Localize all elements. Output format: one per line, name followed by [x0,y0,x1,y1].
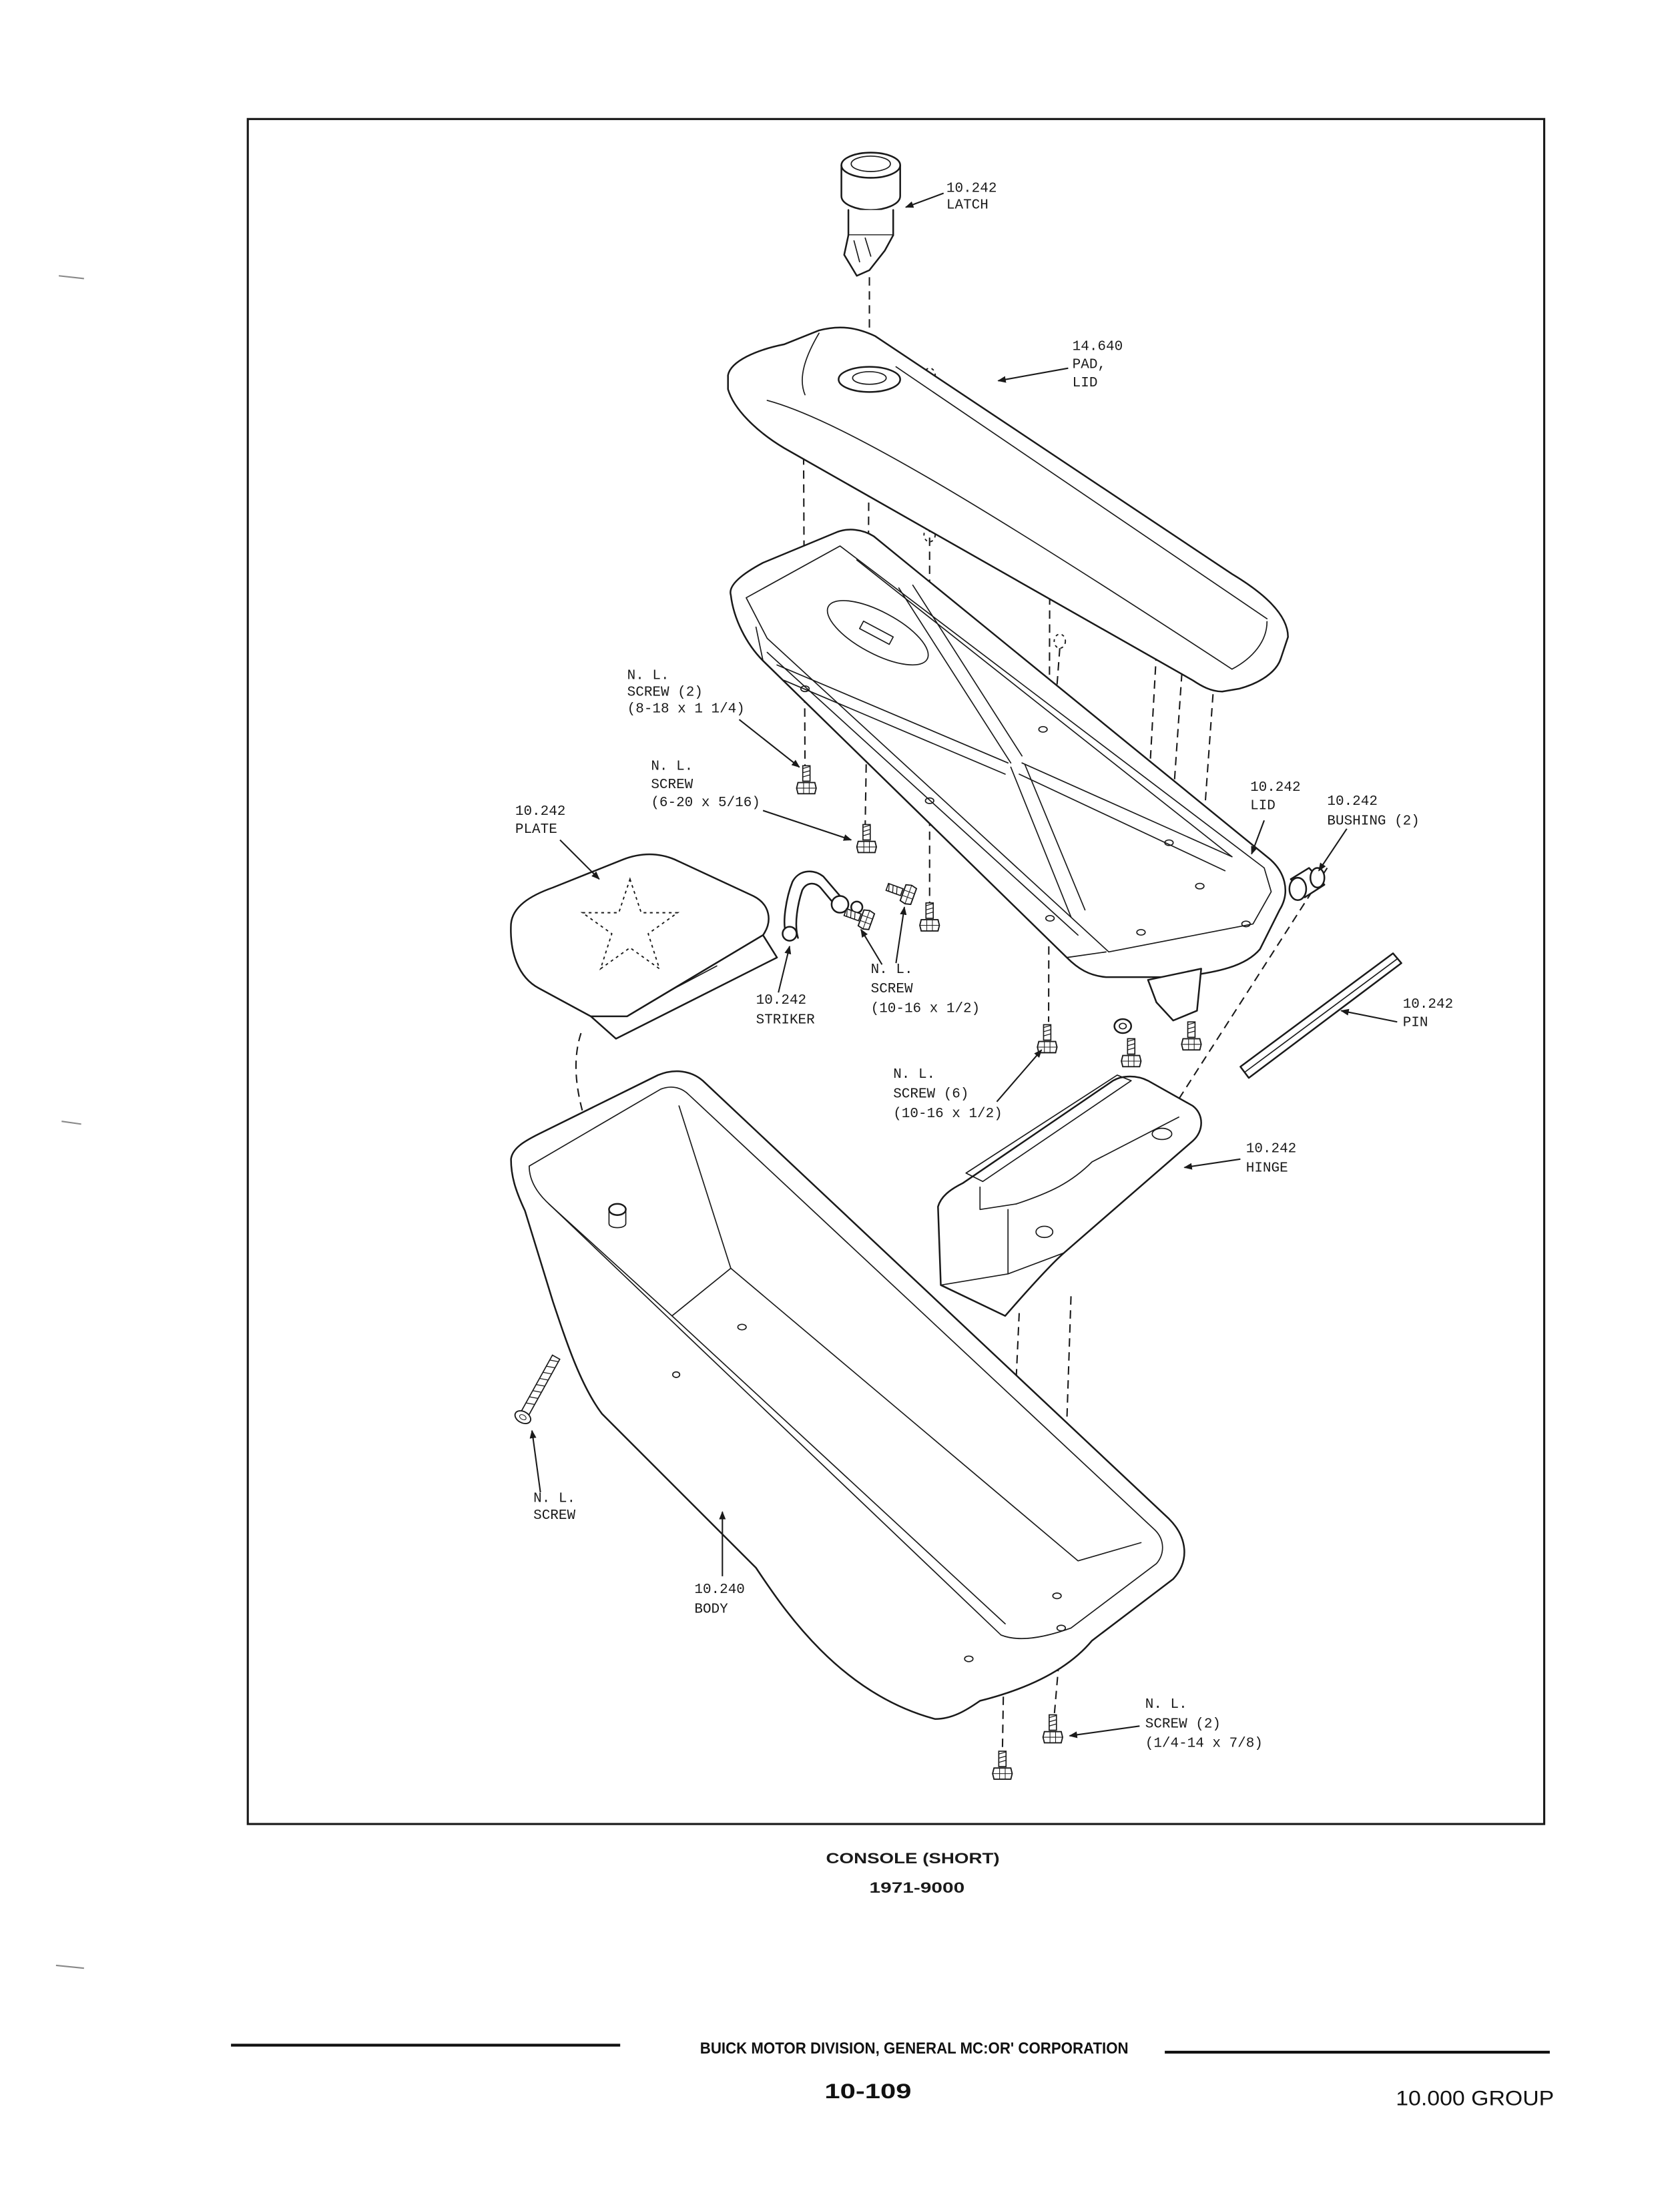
callout-size: (10-16 x 1/2) [893,1107,1003,1122]
plate-part [510,853,778,1040]
screw-hinge-2 [1121,1038,1142,1068]
leader-arrows [529,192,1398,1739]
callout-latch: 10.242 LATCH [946,181,997,213]
callout-name: BODY [694,1602,728,1617]
callout-number: 10.242 [515,804,566,820]
screw-6-20 [856,824,877,854]
callout-number: 14.640 [1073,339,1123,354]
leader-screw-8-18 [738,719,800,768]
callout-number: N. L. [627,668,669,683]
callout-number: 10.242 [1246,1141,1297,1157]
leader-hinge-screws [996,1049,1043,1103]
callout-screw-body: N. L. SCREW [533,1492,575,1524]
callout-screw-bottom: N. L. SCREW (2) (1/4-14 x 7/8) [1145,1697,1263,1752]
leader-pad-lid [997,367,1069,383]
callout-name: PAD, [1073,358,1106,373]
tray-screw-holes [800,685,1251,936]
screw-tray [919,902,940,932]
figure-frame [246,117,1546,1825]
callout-number: 10.242 [1327,794,1378,810]
leader-latch [904,192,944,208]
callout-name: BUSHING (2) [1327,814,1419,829]
leader-screw-6-20 [762,810,852,841]
screw-hinge-3 [1181,1021,1202,1051]
striker-part [782,870,864,942]
callout-name: STRIKER [756,1012,815,1028]
callout-number: N. L. [1145,1697,1187,1712]
scan-marks [55,275,84,1969]
callout-name: LID [1250,798,1276,814]
callout-name: LID [1073,376,1098,391]
screw-body-long [514,1354,561,1425]
pad-lid-part [727,326,1289,693]
callout-number: 10.242 [756,993,807,1008]
callout-screw-8-18: N. L. SCREW (2) (8-18 x 1 1/4) [627,668,745,717]
hinge-part [937,1074,1202,1317]
lid-tray-part [730,529,1286,1022]
callout-body: 10.240 BODY [694,1582,744,1617]
callout-screw-striker: N. L. SCREW (10-16 x 1/2) [871,962,981,1017]
leader-plate [559,839,600,880]
callout-name: PLATE [515,822,557,838]
pin-part [1239,952,1402,1079]
callout-lid: 10.242 LID [1250,780,1301,814]
bushing-part [1288,867,1326,902]
callout-name: HINGE [1246,1161,1288,1177]
leader-pin [1340,1008,1398,1023]
hinge-nut [1113,1018,1133,1034]
callout-name: SCREW [533,1508,575,1524]
body-part [510,1070,1185,1720]
callout-name: SCREW (2) [1145,1716,1221,1732]
figure-caption-code: 1971-9000 [870,1879,965,1896]
leader-bushing [1318,828,1348,872]
leader-lid [1251,820,1266,855]
figure-caption-title: CONSOLE (SHORT) [826,1850,1000,1867]
callout-name: SCREW [651,777,693,793]
callout-number: N. L. [533,1492,575,1507]
callout-plate: 10.242 PLATE [515,804,566,838]
callout-size: (6-20 x 5/16) [651,796,760,811]
callout-name: SCREW [871,982,913,997]
section-group: 10.000 GROUP [1396,2087,1554,2110]
callout-name: PIN [1403,1016,1428,1031]
screw-hinge-1 [1037,1024,1058,1054]
callout-number: N. L. [893,1067,935,1082]
callout-bushing: 10.242 BUSHING (2) [1327,794,1419,829]
callout-size: (8-18 x 1 1/4) [627,702,745,717]
callout-name: SCREW (2) [627,685,703,701]
callout-name: LATCH [946,198,989,214]
callout-screw-6-20: N. L. SCREW (6-20 x 5/16) [651,759,760,812]
leader-hinge [1183,1158,1241,1170]
callout-number: N. L. [651,759,693,775]
callout-screw-hinge: N. L. SCREW (6) (10-16 x 1/2) [893,1067,1003,1122]
callout-number: N. L. [871,962,913,978]
callout-size: (1/4-14 x 7/8) [1145,1737,1263,1752]
leader-striker-screw-2 [895,906,907,964]
callout-number: 10.242 [946,181,997,196]
callout-name: SCREW (6) [893,1087,968,1103]
callout-number: 10.240 [694,1582,744,1598]
page-number: 10-109 [824,2080,911,2103]
callout-pin: 10.242 PIN [1403,997,1454,1030]
callout-striker: 10.242 STRIKER [756,993,815,1028]
screw-8-18 [796,765,817,795]
screw-bottom-1 [992,1751,1013,1780]
leader-body-screw [529,1430,541,1493]
latch-part [840,151,901,277]
leader-striker [778,945,792,993]
screw-striker-2 [883,877,918,907]
screws [514,765,1202,1780]
callout-hinge: 10.242 HINGE [1246,1141,1297,1176]
leader-bottom-screws [1069,1725,1140,1739]
callout-size: (10-16 x 1/2) [871,1002,981,1017]
leader-striker-screw-1 [860,928,883,965]
callout-number: 10.242 [1403,997,1454,1012]
callout-number: 10.242 [1250,780,1301,796]
screw-bottom-2 [1042,1714,1063,1744]
callout-pad-lid: 14.640 PAD, LID [1073,339,1123,391]
footer-publisher: BUICK MOTOR DIVISION, GENERAL MC:OR' COR… [700,2040,1129,2058]
